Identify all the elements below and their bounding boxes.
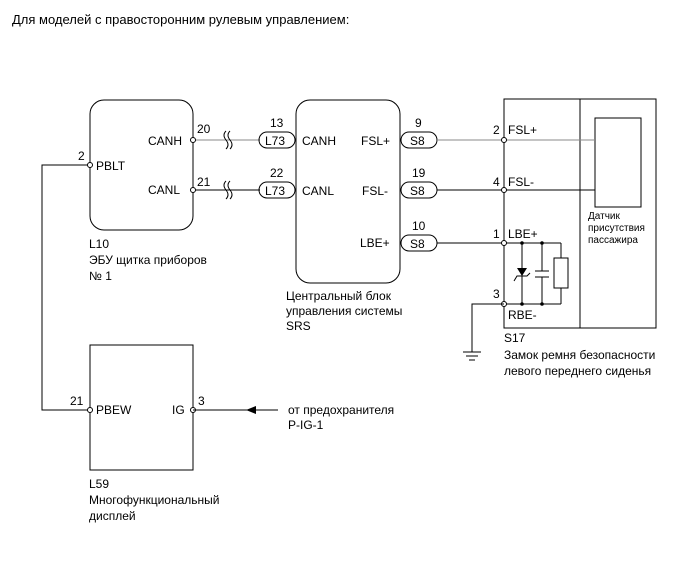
s17-pin-lbep-label: LBE+ <box>508 227 538 241</box>
occupant-sensor-element <box>594 117 642 208</box>
zener-diode-icon <box>513 268 531 282</box>
l59-pin-ig-label: IG <box>172 403 185 417</box>
ground-icon <box>463 351 481 361</box>
srs-pin-lbep-num: 10 <box>412 219 426 233</box>
l10-pin-canh-num: 20 <box>197 122 211 136</box>
l10-code: L10 <box>89 237 109 251</box>
s17-sensor-box[interactable] <box>579 98 657 329</box>
s17-code: S17 <box>504 331 526 345</box>
source-line2: P-IG-1 <box>288 418 324 432</box>
s17-fslm-terminal[interactable] <box>501 187 507 193</box>
srs-name-line1: Центральный блок <box>286 289 392 303</box>
srs-name-line3: SRS <box>286 319 311 333</box>
l59-code: L59 <box>89 477 109 491</box>
connector-l73-canh[interactable] <box>258 131 296 149</box>
srs-pin-fslm-label: FSL- <box>362 184 388 198</box>
srs-pin-canh-label: CANH <box>302 134 336 148</box>
s17-name-line2: левого переднего сиденья <box>504 364 651 378</box>
l59-pin-pbew-num: 21 <box>70 394 84 408</box>
s17-pin-rbem-num: 3 <box>493 287 500 301</box>
s17-pin-fslp-label: FSL+ <box>508 123 537 137</box>
l59-name-line2: дисплей <box>89 509 136 523</box>
s17-fslp-terminal[interactable] <box>501 137 507 143</box>
capacitor-icon <box>535 270 549 278</box>
connector-l73-canl[interactable] <box>258 181 296 199</box>
sensor-label-line3: пассажира <box>588 235 638 246</box>
sensor-label-line2: присутствия <box>588 223 645 234</box>
resistor-icon <box>553 257 569 289</box>
l10-canl-terminal[interactable] <box>190 187 196 193</box>
srs-pin-canl-label: CANL <box>302 184 334 198</box>
l10-pin-canl-label: CANL <box>148 183 180 197</box>
l10-pblt-terminal[interactable] <box>87 162 93 168</box>
twisted-pair-break-icon <box>223 130 233 200</box>
arrow-left-icon <box>246 406 256 414</box>
srs-ecu-box[interactable] <box>295 99 401 284</box>
s17-lbep-terminal[interactable] <box>501 240 507 246</box>
l10-name-line2: № 1 <box>89 269 112 283</box>
l10-pin-pblt-num: 2 <box>78 149 85 163</box>
s17-pin-fslm-num: 4 <box>493 175 500 189</box>
srs-pin-fslp-label: FSL+ <box>361 134 390 148</box>
wire-ground <box>471 303 504 352</box>
connector-s8-fslp-label: S8 <box>410 134 425 148</box>
s17-name-line1: Замок ремня безопасности <box>504 348 655 362</box>
l10-pin-canl-num: 21 <box>197 175 211 189</box>
l59-name-line1: Многофункциональный <box>89 493 219 507</box>
sensor-label-line1: Датчик <box>588 211 620 222</box>
wire-pblt-pbew <box>41 164 90 411</box>
srs-name-line2: управления системы <box>286 304 402 318</box>
srs-pin-canl-num: 22 <box>270 166 284 180</box>
l10-canh-terminal[interactable] <box>190 137 196 143</box>
srs-pin-lbep-label: LBE+ <box>360 236 390 250</box>
l59-pin-ig-num: 3 <box>198 394 205 408</box>
l59-pbew-terminal[interactable] <box>87 407 93 413</box>
srs-pin-fslp-num: 9 <box>415 116 422 130</box>
s17-pin-rbem-label: RBE- <box>508 308 537 322</box>
connector-s8-lbep-label: S8 <box>410 237 425 251</box>
diagram-title: Для моделей с правосторонним рулевым упр… <box>12 12 350 27</box>
l10-pin-pblt-label: PBLT <box>96 159 126 173</box>
srs-pin-canh-num: 13 <box>270 116 284 130</box>
connector-l73-canl-label: L73 <box>265 184 285 198</box>
srs-pin-fslm-num: 19 <box>412 166 426 180</box>
s17-pin-lbep-num: 1 <box>493 227 500 241</box>
l59-pin-pbew-label: PBEW <box>96 403 132 417</box>
s17-pin-fslm-label: FSL- <box>508 175 534 189</box>
s17-pin-fslp-num: 2 <box>493 123 500 137</box>
l10-pin-canh-label: CANH <box>148 134 182 148</box>
connector-s8-fslm-label: S8 <box>410 184 425 198</box>
connector-l73-canh-label: L73 <box>265 134 285 148</box>
l10-name-line1: ЭБУ щитка приборов <box>89 253 207 267</box>
source-line1: от предохранителя <box>288 403 394 417</box>
